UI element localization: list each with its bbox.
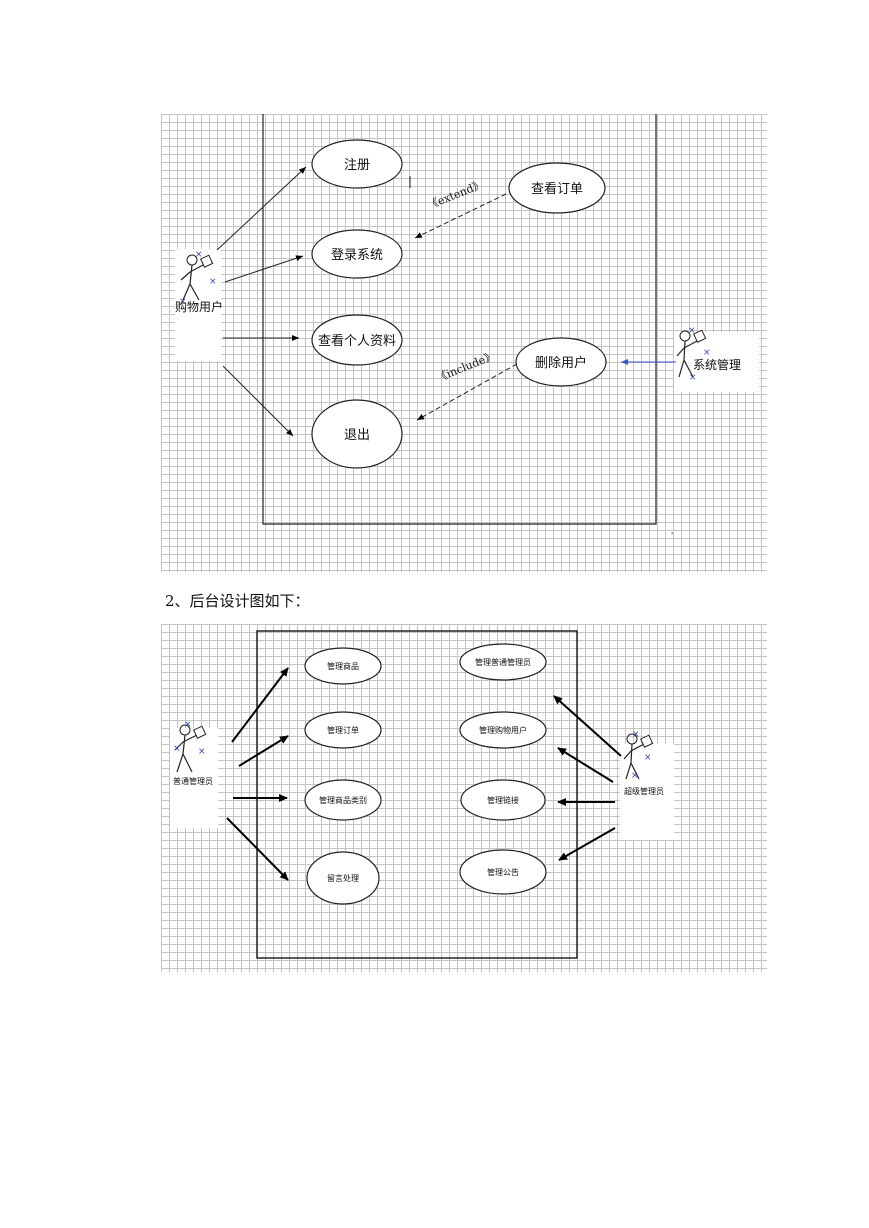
svg-text:×: × [195, 250, 203, 260]
use-case-manage-links: 管理链接 [460, 779, 546, 821]
manage-goods-label: 管理商品 [327, 661, 359, 671]
system-admin-label: 系统管理 [693, 357, 741, 372]
svg-text:×: × [198, 747, 206, 757]
svg-text:': ' [671, 531, 673, 540]
backend-diagram-svg: × × × 普通管理员 × × × 超级管理员 管理商品 管理订单 管理商品类 [170, 630, 674, 959]
backend-use-case-diagram: × × × 普通管理员 × × × 超级管理员 管理商品 管理订单 管理商品类 [161, 624, 767, 972]
normal-admin-actor: × × × 普通管理员 [170, 720, 218, 828]
frontend-diagram-svg: × × × 购物用户 × × × 系统管理 注册 登录系统 查看个人资料 [175, 114, 759, 540]
use-case-message-handling: 留言处理 [306, 851, 380, 905]
use-case-register-label: 注册 [344, 158, 370, 173]
include-label: 《include》 [434, 349, 497, 385]
manage-orders-label: 管理订单 [327, 725, 359, 735]
assoc-super-admin-notices [558, 827, 616, 861]
system-boundary [262, 114, 657, 525]
svg-text:×: × [644, 753, 652, 763]
svg-text:×: × [631, 771, 639, 781]
shopper-actor: × × × 购物用户 [175, 249, 223, 361]
normal-admin-label: 普通管理员 [173, 776, 213, 786]
use-case-logout-label: 退出 [344, 428, 370, 443]
use-case-logout: 退出 [311, 399, 403, 469]
assoc-normal-admin-messages [226, 817, 289, 881]
extend-relation [414, 193, 507, 239]
super-admin-label: 超级管理员 [624, 786, 664, 796]
use-case-login-label: 登录系统 [331, 248, 383, 263]
frontend-use-case-diagram: × × × 购物用户 × × × 系统管理 注册 登录系统 查看个人资料 [161, 114, 767, 572]
use-case-view-orders-label: 查看订单 [531, 181, 583, 197]
use-case-view-orders: 查看订单 [508, 162, 606, 214]
svg-text:×: × [179, 297, 187, 307]
assoc-normal-admin-orders [238, 735, 289, 767]
manage-normal-admins-label: 管理普通管理员 [475, 657, 531, 667]
use-case-manage-normal-admins: 管理普通管理员 [459, 643, 547, 681]
manage-shop-users-label: 管理购物用户 [479, 725, 527, 735]
svg-text:×: × [632, 730, 640, 740]
extend-label: 《extend》 [425, 178, 485, 212]
super-admin-actor: × × × 超级管理员 [620, 730, 674, 840]
message-handling-label: 留言处理 [327, 873, 359, 883]
use-case-view-profile: 查看个人资料 [311, 314, 403, 366]
use-case-manage-shop-users: 管理购物用户 [459, 711, 547, 749]
include-relation [416, 363, 518, 421]
manage-notices-label: 管理公告 [487, 867, 519, 877]
assoc-shopper-logout [222, 365, 294, 437]
use-case-manage-goods: 管理商品 [304, 647, 382, 685]
assoc-shopper-login [224, 255, 304, 283]
svg-text:×: × [688, 326, 696, 336]
use-case-manage-orders: 管理订单 [304, 711, 382, 749]
svg-text:×: × [689, 373, 697, 383]
use-case-register: 注册 [311, 139, 403, 189]
svg-text:×: × [184, 720, 192, 730]
assoc-super-admin-shop-users [557, 747, 614, 783]
assoc-normal-admin-goods [231, 667, 289, 743]
shopper-label: 购物用户 [175, 299, 223, 314]
svg-text:×: × [703, 348, 711, 358]
use-case-manage-notices: 管理公告 [459, 849, 547, 895]
manage-categories-label: 管理商品类别 [319, 795, 367, 805]
assoc-super-admin-normal-admins [553, 695, 622, 757]
use-case-manage-categories: 管理商品类别 [304, 779, 382, 821]
backend-system-boundary [256, 630, 578, 959]
section-caption: 2、后台设计图如下： [165, 592, 310, 610]
assoc-shopper-register [216, 166, 307, 251]
use-case-delete-user: 删除用户 [515, 337, 607, 387]
use-case-view-profile-label: 查看个人资料 [318, 333, 396, 349]
svg-text:×: × [209, 277, 217, 287]
manage-links-label: 管理链接 [487, 795, 519, 805]
use-case-login: 登录系统 [311, 229, 403, 279]
use-case-delete-user-label: 删除用户 [535, 355, 587, 371]
svg-text:×: × [173, 744, 181, 754]
system-admin-actor: × × × 系统管理 [674, 326, 759, 392]
